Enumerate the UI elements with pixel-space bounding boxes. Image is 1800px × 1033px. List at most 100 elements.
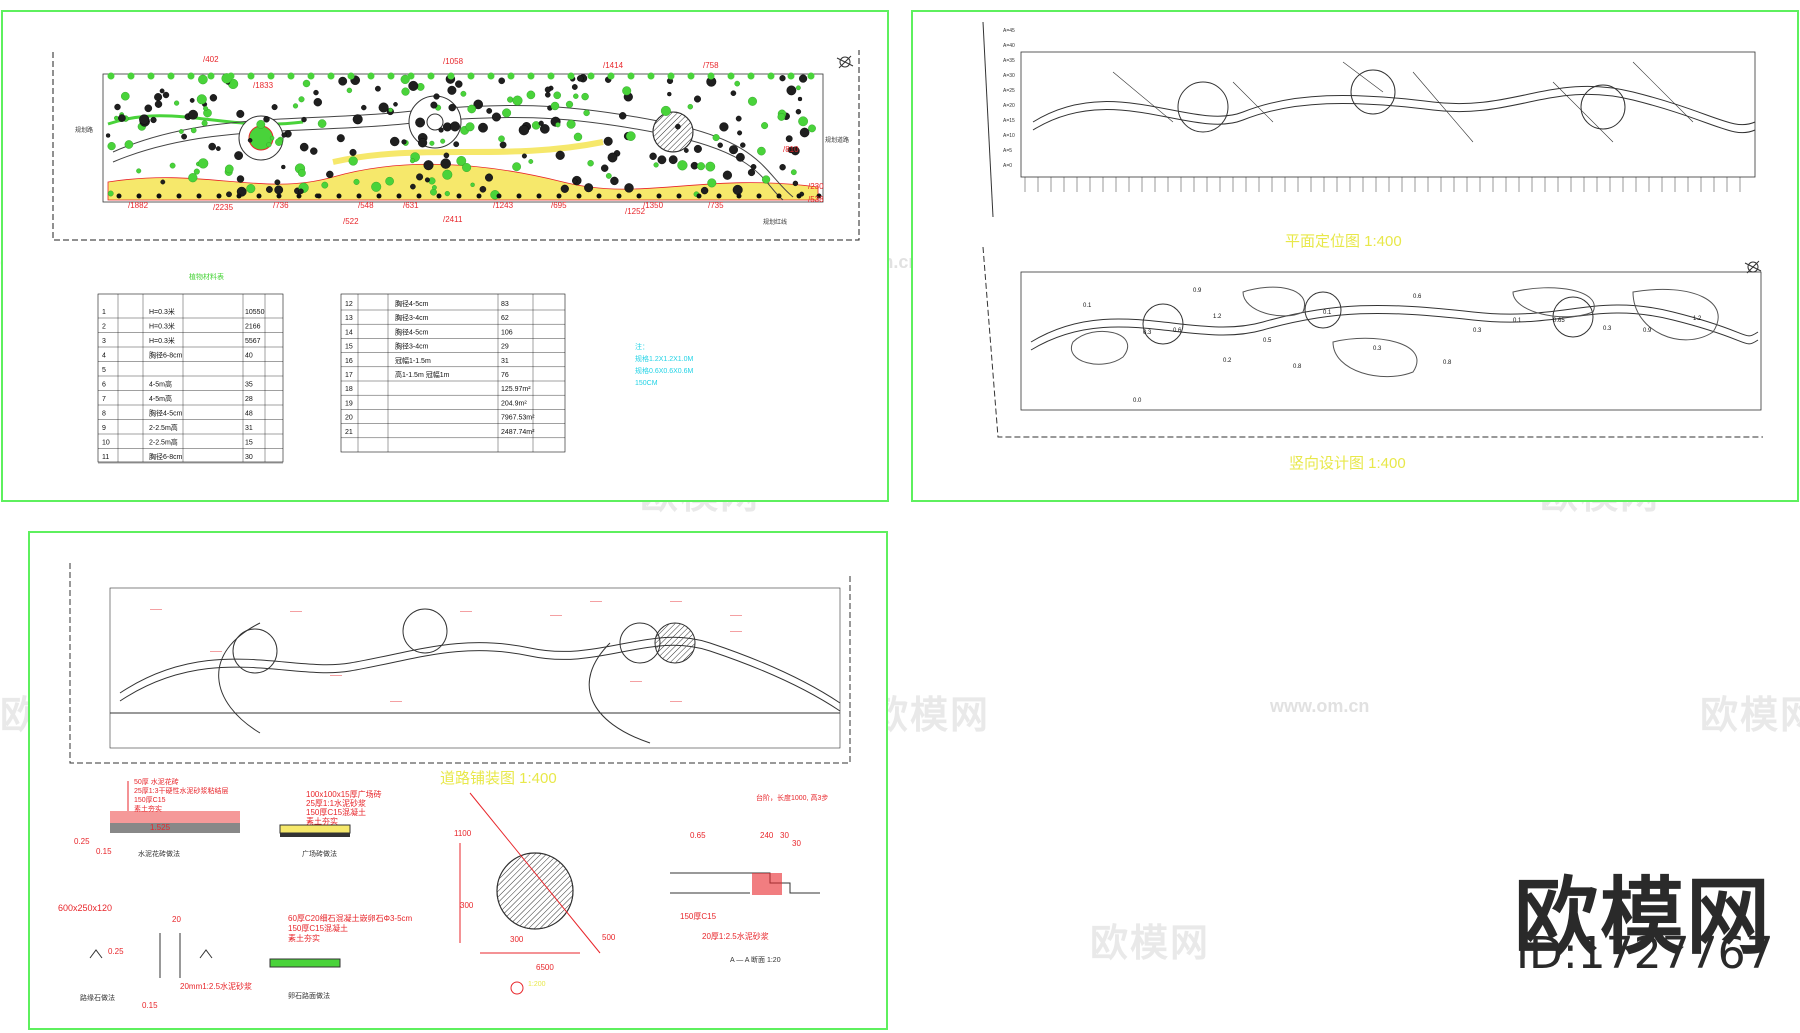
paving-plan-drawing: ——————————————————————————	[69, 563, 851, 995]
watermark-url: www.om.cn	[1270, 696, 1370, 716]
tree-symbol	[521, 153, 527, 159]
table-row-qty: 40	[245, 353, 253, 360]
tree-symbol	[187, 72, 195, 80]
elevation-label: 0.8	[1293, 364, 1302, 370]
tree-symbol	[727, 72, 735, 80]
detail-layer-label: 60厚C20细石混凝土嵌卵石Φ3-5cm	[288, 914, 413, 923]
table-row-qty: 31	[501, 358, 509, 365]
tree-symbol	[297, 169, 306, 177]
paving-plan-label: ——	[730, 613, 742, 619]
tree-symbol	[656, 193, 662, 199]
tree-symbol	[433, 93, 440, 100]
tree-symbol	[696, 193, 702, 199]
tree-symbol	[527, 72, 535, 80]
paving-plan-label: ——	[550, 613, 562, 619]
table-row-qty: 2487.74m²	[501, 429, 535, 436]
y-axis-label: A=20	[1003, 103, 1015, 109]
table-row-spec: 胸径6-8cm	[149, 351, 183, 360]
tree-symbol	[796, 193, 802, 199]
detail-title: 水泥花砖做法	[138, 851, 180, 858]
tree-symbol	[790, 146, 800, 156]
brand-logo: 欧模网	[1514, 870, 1773, 964]
tree-symbol	[174, 100, 180, 106]
tree-symbol	[734, 80, 741, 87]
tree-symbol	[107, 72, 115, 80]
planting-label: /2411	[443, 215, 463, 224]
tree-symbol	[436, 193, 442, 199]
tree-symbol	[605, 172, 612, 179]
table-row-num: 2	[102, 324, 106, 331]
tree-symbol	[313, 97, 322, 107]
table-row-qty: 10550	[245, 309, 265, 316]
svg-text:规划红线: 规划红线	[763, 218, 787, 226]
tree-symbol	[719, 122, 729, 132]
tree-symbol	[227, 72, 235, 80]
tree-symbol	[150, 116, 157, 124]
tree-symbol	[550, 101, 560, 111]
table-row-num: 10	[102, 440, 110, 447]
watermark: 欧模网	[1090, 923, 1211, 965]
planting-label: /1350	[643, 201, 664, 210]
tree-symbol	[456, 193, 462, 199]
layout-plan-title: 平面定位图 1:400	[1285, 233, 1402, 250]
tree-symbol	[677, 160, 688, 171]
tree-symbol	[587, 159, 594, 167]
tree-symbol	[790, 169, 797, 176]
tree-symbol	[444, 191, 450, 197]
section-dim: 0.65	[690, 831, 706, 840]
table-row-num: 9	[102, 425, 106, 432]
tree-symbol	[507, 96, 514, 103]
elevation-label: 0.3	[1143, 330, 1152, 336]
tree-symbol	[786, 85, 797, 96]
y-axis-label: A=30	[1003, 73, 1015, 79]
tree-symbol	[566, 119, 576, 129]
table-row-spec: 高1-1.5m 冠幅1m	[395, 370, 450, 379]
tree-symbol	[159, 88, 165, 94]
tree-symbol	[348, 156, 358, 166]
table-row-qty: 2166	[245, 324, 261, 331]
tree-symbol	[167, 72, 175, 80]
planting-label: /810	[783, 145, 799, 154]
tree-symbol	[816, 193, 822, 199]
dimension-label: 1.525	[150, 823, 171, 832]
tree-symbol	[761, 175, 771, 184]
y-axis-label: A=40	[1003, 43, 1015, 49]
tree-symbol	[154, 93, 163, 102]
tree-symbol	[160, 179, 166, 185]
tree-symbol	[198, 158, 209, 169]
table-row-num: 1	[102, 309, 106, 316]
tree-symbol	[234, 151, 244, 161]
table-row-qty: 76	[501, 372, 509, 379]
table-row-spec: 2-2.5m高	[149, 438, 178, 447]
dimension-label: 1100	[454, 829, 472, 838]
planting-label: /402	[203, 55, 219, 64]
tree-symbol	[443, 152, 450, 159]
tree-symbol	[798, 74, 808, 83]
tree-symbol	[367, 72, 375, 80]
tree-symbol	[281, 132, 287, 138]
table-row-qty: 83	[501, 301, 509, 308]
table-row-spec: 胸径6-8cm	[149, 452, 183, 461]
tree-symbol	[266, 142, 272, 148]
tree-symbol	[307, 72, 315, 80]
planting-label: /1833	[253, 81, 274, 90]
tree-symbol	[136, 168, 142, 174]
tree-symbol	[700, 186, 709, 195]
y-axis-label: A=15	[1003, 118, 1015, 124]
tree-symbol	[410, 183, 416, 190]
tree-symbol	[215, 146, 221, 152]
tree-symbol	[627, 72, 635, 80]
table-row-spec: 胸径4-5cm	[395, 327, 429, 336]
tree-symbol	[124, 140, 134, 149]
table-row-qty: 106	[501, 329, 513, 336]
tree-symbol	[453, 141, 460, 148]
elevation-label: 0.3	[1603, 326, 1612, 332]
y-axis-label: A=25	[1003, 88, 1015, 94]
tree-symbol	[105, 133, 111, 138]
tree-symbol	[697, 162, 706, 171]
tree-symbol	[139, 114, 150, 125]
tree-symbol	[467, 104, 477, 114]
y-axis-label: A=45	[1003, 28, 1015, 34]
tree-symbol	[256, 120, 266, 129]
y-axis-label: A=5	[1003, 148, 1012, 154]
